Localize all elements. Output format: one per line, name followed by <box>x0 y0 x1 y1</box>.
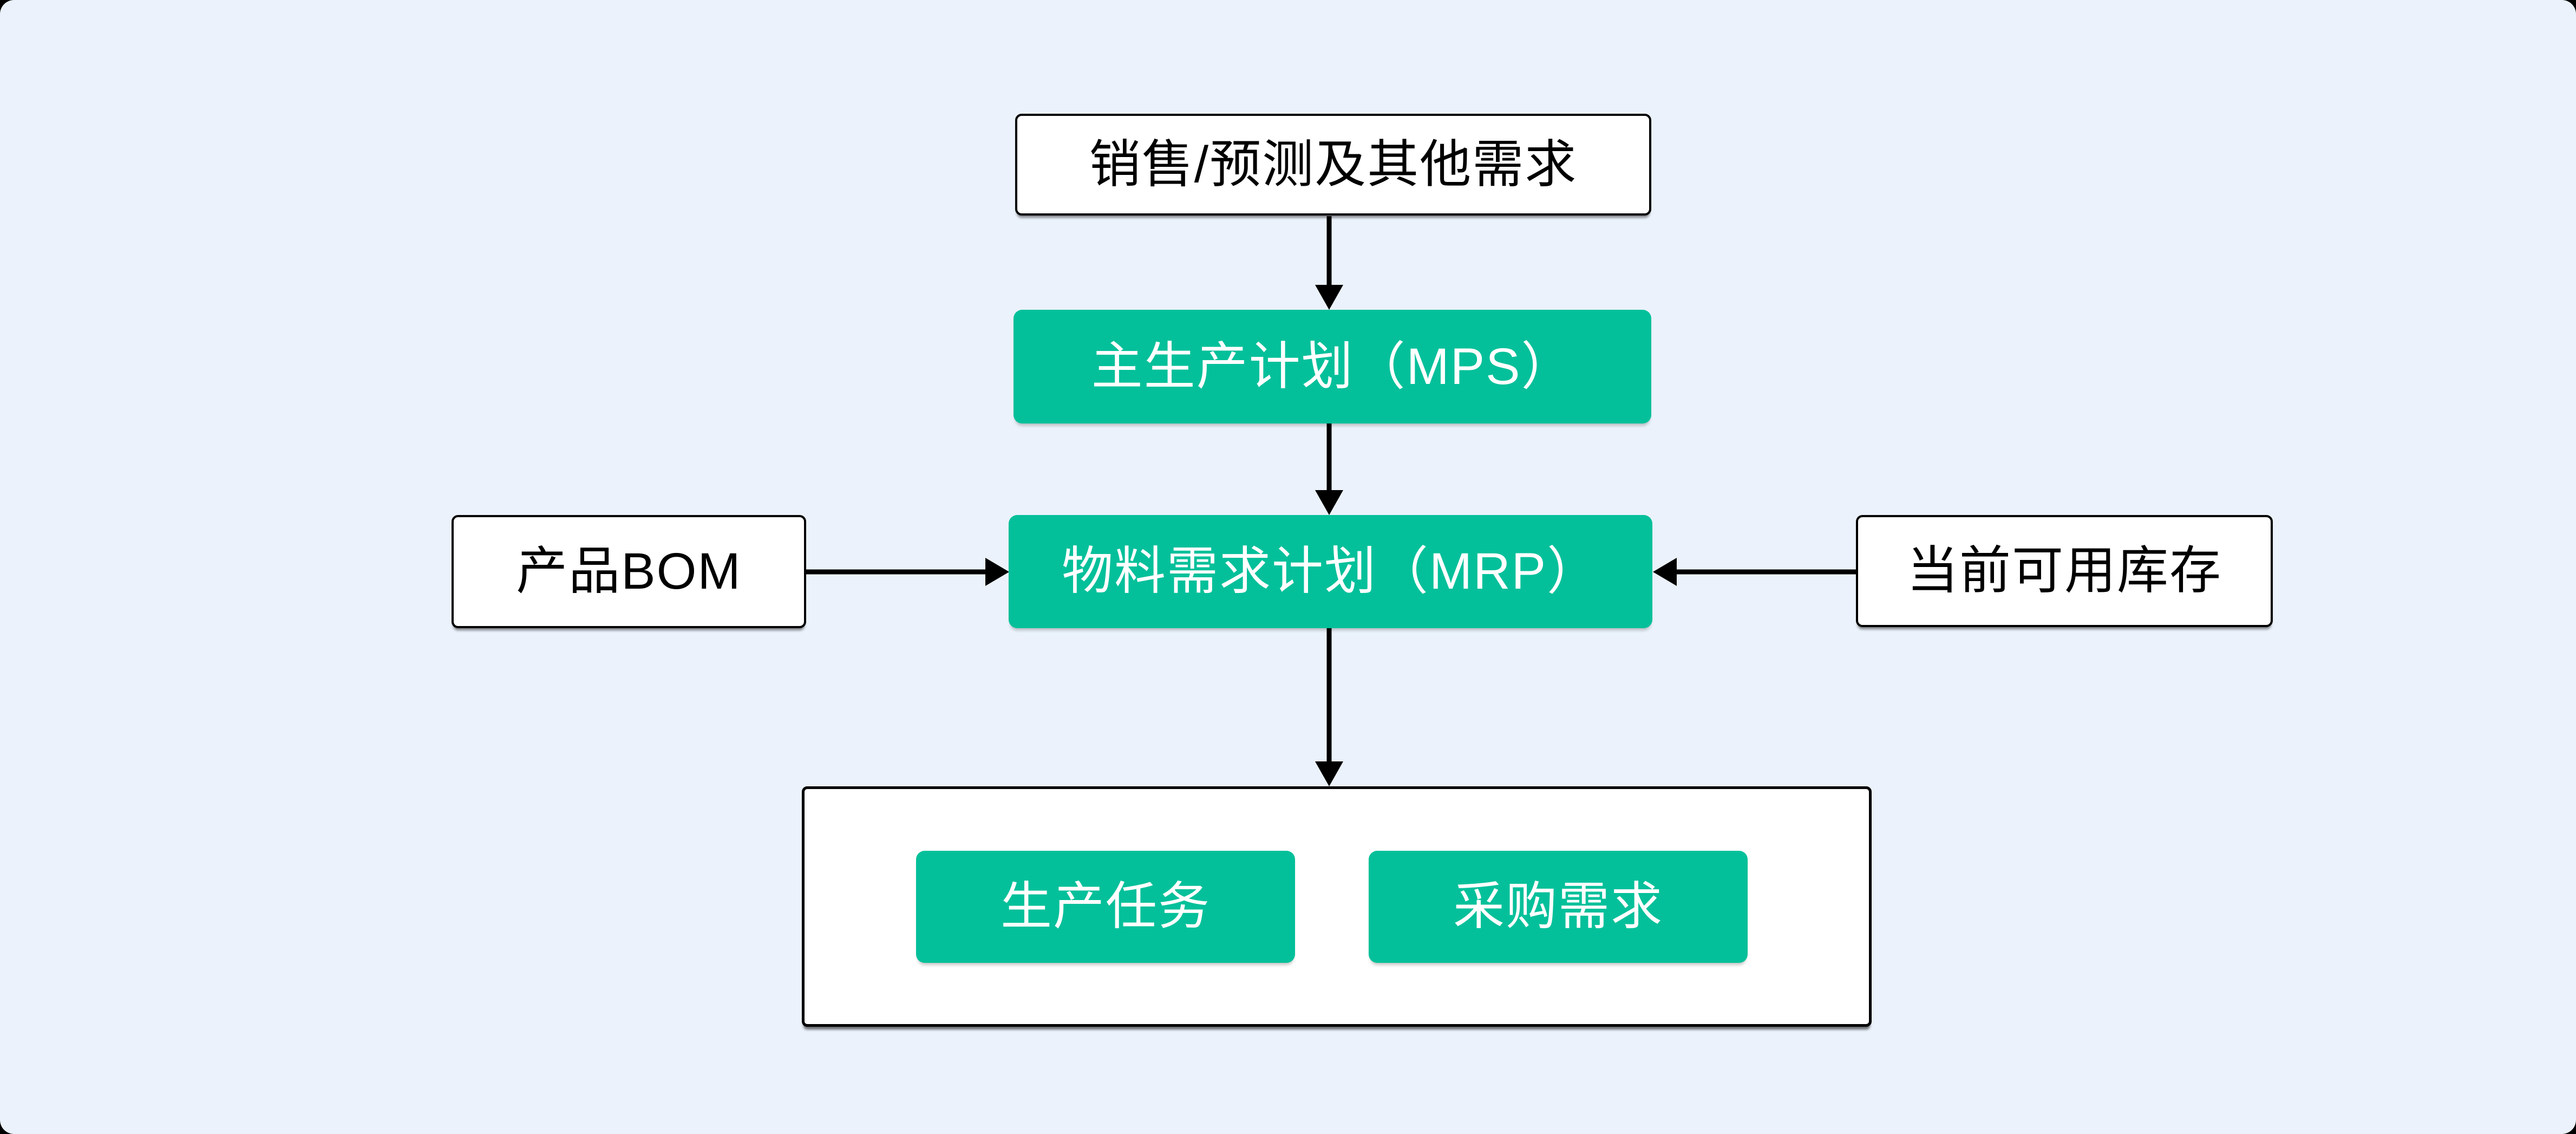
arrow-mps-to-mrp-icon <box>1315 422 1343 515</box>
node-product-bom: 产品BOM <box>452 515 806 628</box>
node-available-inventory: 当前可用库存 <box>1856 515 2273 627</box>
arrow-mrp-to-outputs-icon <box>1315 627 1343 786</box>
node-mps: 主生产计划（MPS） <box>1014 310 1651 423</box>
node-sales-forecast-demand: 销售/预测及其他需求 <box>1015 114 1651 216</box>
node-production-task: 生产任务 <box>916 851 1295 963</box>
node-product-bom-label: 产品BOM <box>516 543 742 600</box>
node-mps-label: 主生产计划（MPS） <box>1091 337 1574 395</box>
node-sales-forecast-demand-label: 销售/预测及其他需求 <box>1089 135 1578 193</box>
node-purchase-demand-label: 采购需求 <box>1453 878 1663 935</box>
arrow-demand-to-mps-icon <box>1315 216 1343 310</box>
node-mrp: 物料需求计划（MRP） <box>1009 515 1652 628</box>
node-available-inventory-label: 当前可用库存 <box>1906 542 2222 599</box>
node-mrp-label: 物料需求计划（MRP） <box>1061 543 1600 600</box>
arrow-inventory-to-mrp-icon <box>1653 558 1857 586</box>
arrow-bom-to-mrp-icon <box>805 558 1009 586</box>
node-production-task-label: 生产任务 <box>1000 878 1211 935</box>
node-purchase-demand: 采购需求 <box>1369 851 1748 963</box>
